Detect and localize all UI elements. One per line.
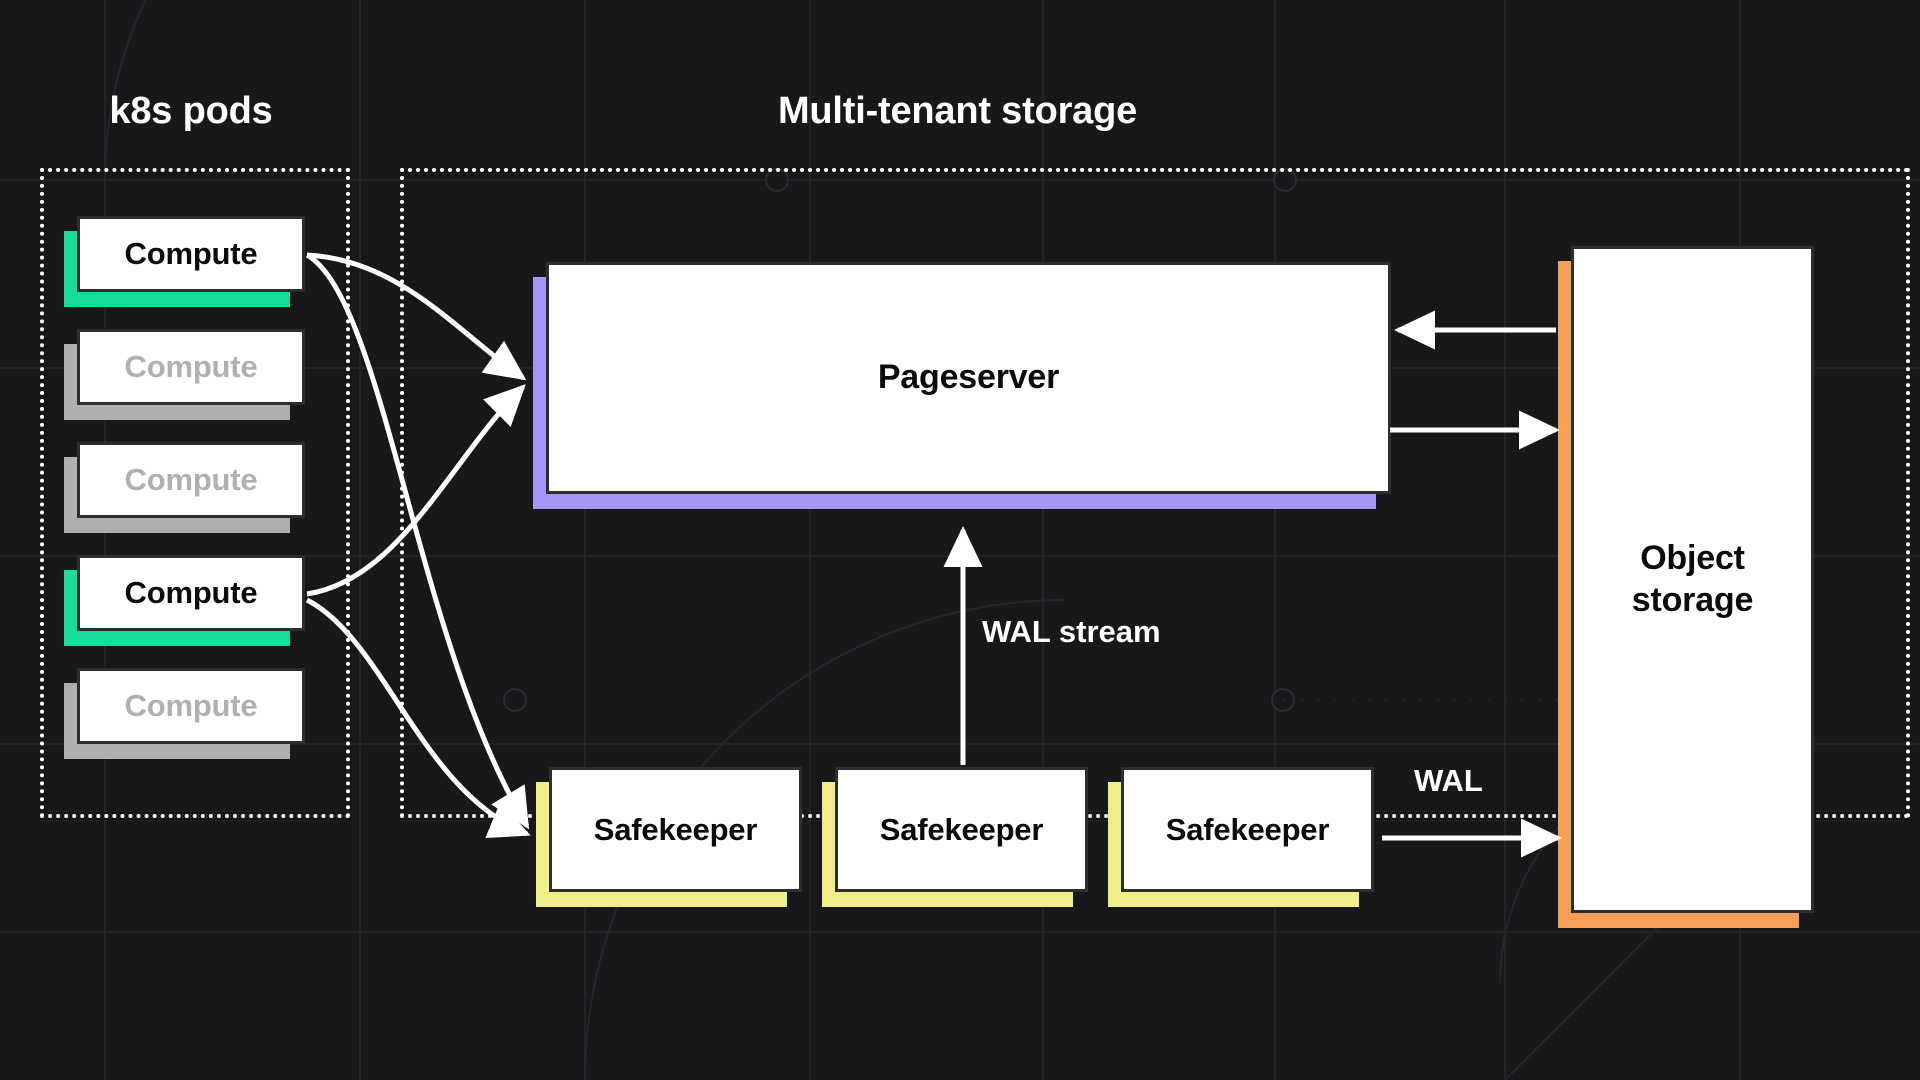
- node-accent-bar: [1558, 913, 1799, 928]
- node-compute-5[interactable]: Compute: [64, 668, 305, 759]
- node-accent-bar: [64, 683, 77, 759]
- node-accent-bar: [64, 518, 290, 533]
- node-label: Compute: [124, 575, 258, 611]
- node-accent-bar: [536, 782, 549, 907]
- node-label: Pageserver: [877, 358, 1060, 397]
- node-card: Compute: [77, 442, 305, 518]
- node-accent-bar: [536, 892, 787, 907]
- node-label: Compute: [124, 462, 258, 498]
- node-accent-bar: [533, 277, 546, 509]
- node-compute-4[interactable]: Compute: [64, 555, 305, 646]
- node-accent-bar: [64, 344, 77, 420]
- group-title-k8s-pods: k8s pods: [109, 90, 273, 132]
- node-pageserver[interactable]: Pageserver: [533, 262, 1391, 509]
- node-compute-2[interactable]: Compute: [64, 329, 305, 420]
- node-accent-bar: [1108, 892, 1359, 907]
- node-accent-bar: [64, 231, 77, 307]
- node-card: Compute: [77, 329, 305, 405]
- node-card: Pageserver: [546, 262, 1391, 494]
- node-accent-bar: [64, 405, 290, 420]
- node-compute-1[interactable]: Compute: [64, 216, 305, 307]
- node-accent-bar: [64, 457, 77, 533]
- node-compute-3[interactable]: Compute: [64, 442, 305, 533]
- edge-label-wal-stream: WAL stream: [982, 614, 1161, 649]
- group-title-multi-tenant-storage: Multi-tenant storage: [777, 90, 1138, 132]
- node-accent-bar: [1108, 782, 1121, 907]
- node-label: Compute: [124, 688, 258, 724]
- node-card: Safekeeper: [1121, 767, 1374, 892]
- node-accent-bar: [64, 570, 77, 646]
- node-safekeeper-2[interactable]: Safekeeper: [822, 767, 1088, 907]
- node-card: Safekeeper: [835, 767, 1088, 892]
- node-accent-bar: [64, 631, 290, 646]
- node-card: Compute: [77, 216, 305, 292]
- node-accent-bar: [822, 782, 835, 907]
- node-label: Safekeeper: [1165, 811, 1330, 847]
- edge-label-wal: WAL: [1414, 763, 1483, 798]
- node-label: Compute: [124, 236, 258, 272]
- node-label: Safekeeper: [593, 811, 758, 847]
- node-label: Compute: [124, 349, 258, 385]
- node-label: Safekeeper: [879, 811, 1044, 847]
- node-safekeeper-1[interactable]: Safekeeper: [536, 767, 802, 907]
- node-card: Compute: [77, 668, 305, 744]
- node-accent-bar: [64, 292, 290, 307]
- node-accent-bar: [533, 494, 1376, 509]
- node-accent-bar: [1558, 261, 1571, 928]
- node-safekeeper-3[interactable]: Safekeeper: [1108, 767, 1374, 907]
- node-accent-bar: [822, 892, 1073, 907]
- node-card: Safekeeper: [549, 767, 802, 892]
- node-accent-bar: [64, 744, 290, 759]
- node-card: Compute: [77, 555, 305, 631]
